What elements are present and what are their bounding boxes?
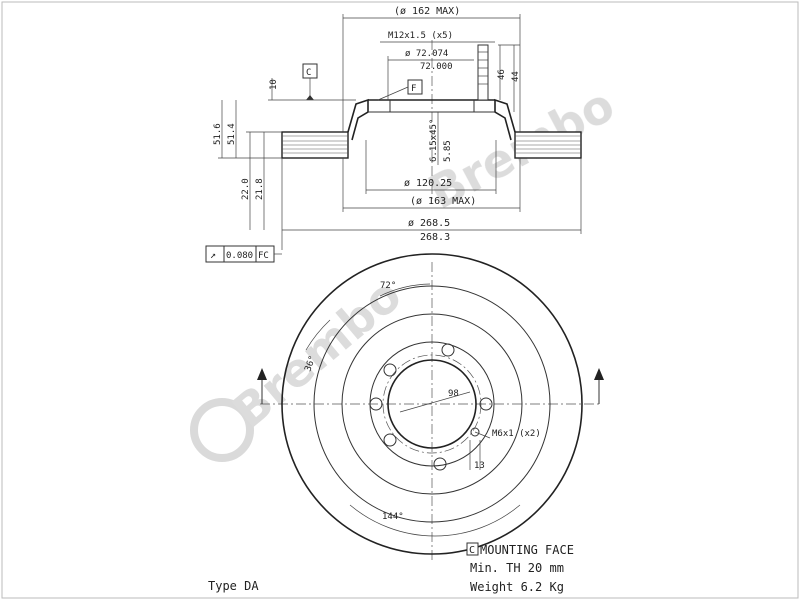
dim-10: 10 — [269, 79, 279, 90]
dim-21-8: 21.8 — [255, 178, 265, 200]
m6-hole — [470, 427, 480, 437]
weight: Weight 6.2 Kg — [470, 580, 564, 594]
mounting-symbol: C — [469, 545, 475, 556]
dim-163-max: (ø 163 MAX) — [410, 196, 476, 207]
dim-46: 46 — [497, 69, 507, 80]
type-label: Type DA — [208, 579, 259, 593]
min-thickness: Min. TH 20 mm — [470, 561, 564, 575]
dim-44: 44 — [511, 71, 521, 82]
legend: C MOUNTING FACE Min. TH 20 mm Weight 6.2… — [466, 542, 574, 594]
dim-bore-72074: ø 72.074 — [405, 49, 448, 59]
friction-ring-right — [514, 131, 582, 159]
angle-144: 144° — [382, 512, 404, 522]
mounting-symbol-box — [466, 542, 479, 556]
runout-tolerance-frame: ↗ 0.080 FC — [205, 245, 282, 263]
friction-inner-edge — [313, 285, 551, 523]
watermark-text: Brembo — [222, 268, 411, 439]
datum-f-label: F — [411, 84, 416, 94]
dim-51-6: 51.6 — [213, 123, 223, 145]
dim-13: 13 — [474, 461, 485, 471]
dim-51-4: 51.4 — [227, 123, 237, 145]
bolt-hole — [433, 457, 447, 471]
hat-edge — [341, 313, 523, 495]
hat-wall-right — [494, 98, 516, 141]
dim-chamfer: 6.15x45° — [429, 119, 439, 162]
arc-36 — [305, 319, 331, 351]
dim-bore-72000: 72.000 — [420, 62, 453, 72]
friction-ring-left — [281, 131, 349, 159]
dim-98: 98 — [448, 389, 459, 399]
angle-72: 72° — [380, 281, 396, 291]
section-view: (ø 162 MAX) M12x1.5 (x5) ø 72.074 72.000… — [205, 6, 582, 263]
dim-thread-m12: M12x1.5 (x5) — [388, 31, 453, 41]
dim-162-max: (ø 162 MAX) — [394, 6, 460, 17]
dim-268-3: 268.3 — [420, 232, 450, 243]
bolt-circle — [382, 354, 482, 454]
dim-m6x1: M6x1 (x2) — [492, 429, 541, 439]
bolt-hole — [369, 397, 383, 411]
bolt-hole — [479, 397, 493, 411]
dim-268-5: ø 268.5 — [408, 218, 450, 229]
bolt-hole — [383, 433, 397, 447]
hub-bore — [387, 359, 477, 449]
bolt-hole — [383, 363, 397, 377]
disc-outer-edge — [281, 253, 583, 555]
hat-wall-left — [347, 98, 369, 141]
runout-ref: FC — [258, 251, 269, 261]
mounting-face-label: MOUNTING FACE — [480, 543, 574, 557]
dim-120-25: ø 120.25 — [404, 178, 452, 189]
runout-value: 0.080 — [226, 251, 253, 261]
arc-144 — [349, 504, 521, 537]
bolt-holes — [369, 343, 493, 471]
wheel-stud — [477, 44, 489, 101]
runout-symbol: ↗ — [210, 250, 216, 261]
dim-22-0: 22.0 — [241, 178, 251, 200]
bolt-hole — [441, 343, 455, 357]
arc-72 — [379, 283, 431, 297]
datum-c-label: C — [306, 68, 311, 78]
dim-5-85: 5.85 — [443, 140, 453, 162]
front-view: 72° 36° 144° 98 M6x1 (x2) 13 — [257, 253, 604, 560]
